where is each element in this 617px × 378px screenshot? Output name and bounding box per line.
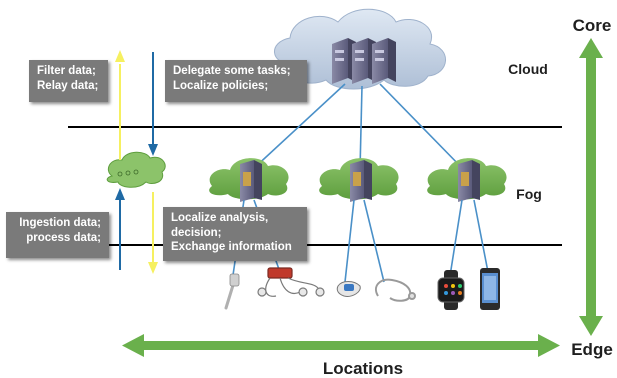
thermometer-icon [224, 273, 240, 310]
cloud-fog-links [251, 83, 465, 171]
delegate-tasks-text: Delegate some tasks; [173, 65, 291, 77]
sensor-cables-icon [257, 267, 325, 297]
pulse-oximeter-icon [336, 281, 361, 297]
earphone-icon [374, 278, 416, 302]
fog-node-1 [209, 158, 289, 202]
cloud-label: Cloud [508, 61, 548, 77]
fog-label: Fog [516, 186, 542, 202]
decision-text: decision; [171, 226, 222, 239]
small-cloud-icon [106, 151, 166, 188]
fog-server-icon [240, 160, 262, 202]
localize-exchange-box: Localize analysis, decision; Exchange in… [163, 207, 307, 261]
core-edge-arrow [579, 38, 603, 336]
server-cluster-icon [332, 38, 396, 84]
yellow-up-arrow [115, 50, 125, 160]
locations-label: Locations [323, 359, 403, 378]
core-label: Core [573, 16, 612, 35]
fog-node-3 [427, 158, 507, 202]
ingestion-data-text: Ingestion data; [19, 217, 101, 229]
ingestion-process-box: Ingestion data; process data; [6, 212, 109, 258]
filter-data-text: Filter data; [37, 65, 96, 77]
blue-up-arrow [115, 188, 125, 270]
smartphone-icon [480, 268, 500, 310]
fog-server-icon [350, 160, 372, 202]
localize-analysis-text: Localize analysis, [171, 212, 269, 224]
locations-arrow [122, 334, 560, 357]
localize-policies-text: Localize policies; [173, 80, 269, 92]
exchange-information-text: Exchange information [171, 241, 292, 253]
relay-data-text: Relay data; [37, 80, 99, 92]
edge-label: Edge [571, 340, 613, 359]
delegate-localize-box: Delegate some tasks; Localize policies; [165, 60, 307, 102]
fog-server-icon [458, 160, 480, 202]
smartwatch-icon [437, 270, 465, 310]
process-data-text: process data; [26, 232, 101, 244]
filter-relay-box: Filter data; Relay data; [29, 60, 108, 102]
blue-down-arrow [148, 52, 158, 156]
yellow-down-arrow [148, 192, 158, 274]
fog-node-2 [319, 158, 399, 202]
